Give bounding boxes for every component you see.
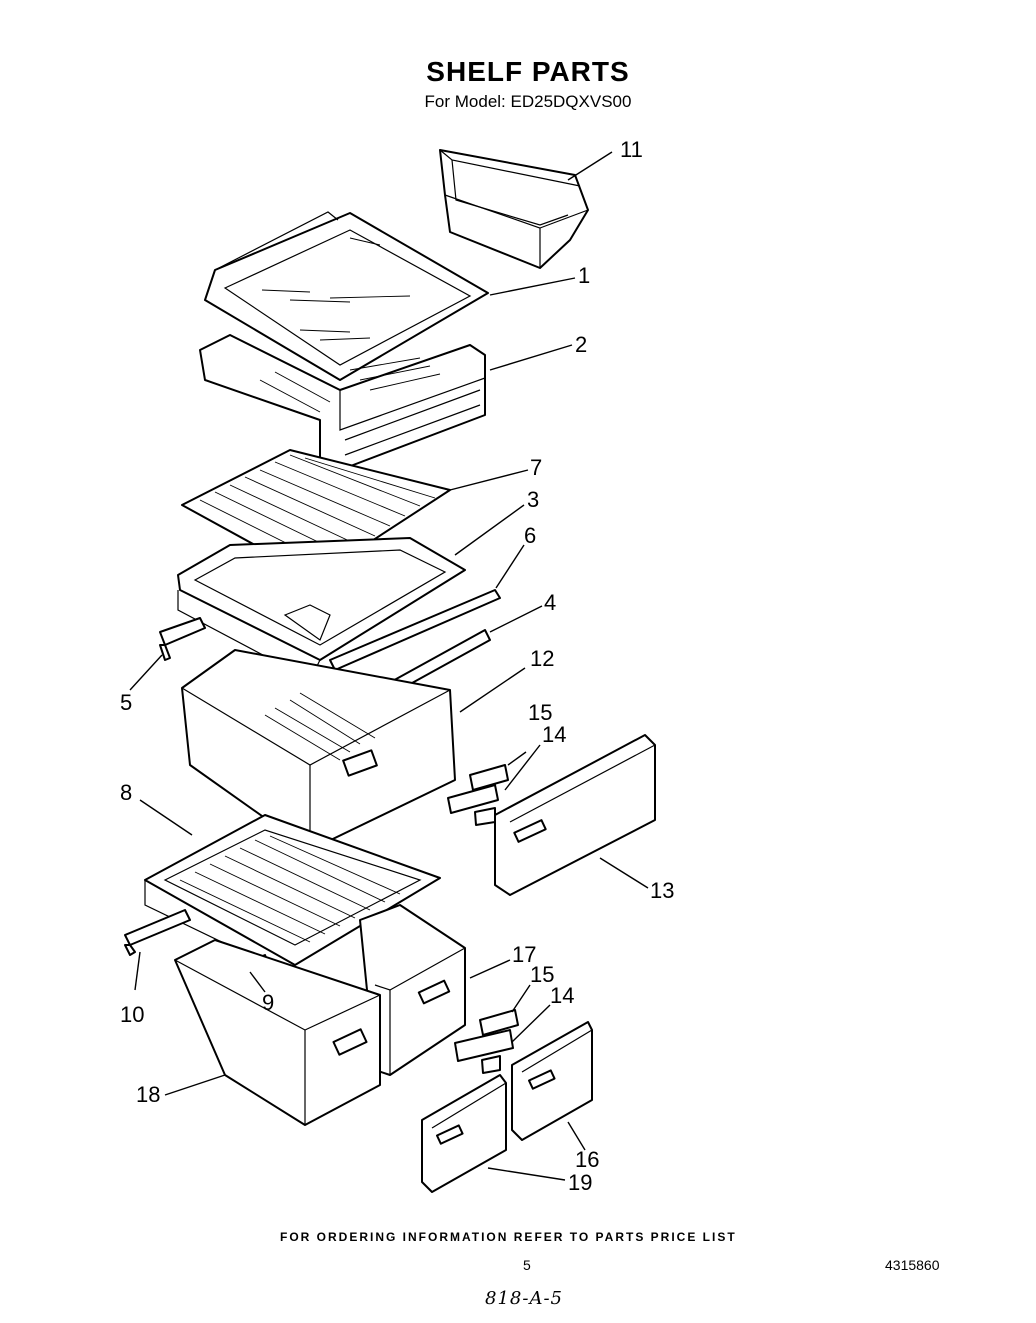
callout-labels: 11 1 2 7 3 6 4 5 12 15 14 8 13 10 9 17 1… bbox=[120, 137, 674, 1195]
part-5-rail bbox=[159, 617, 206, 661]
part-16-drawer-front bbox=[511, 1021, 593, 1141]
callout-2: 2 bbox=[575, 332, 587, 357]
callout-6: 6 bbox=[524, 523, 536, 548]
callout-9: 9 bbox=[262, 990, 274, 1015]
callout-8: 8 bbox=[120, 780, 132, 805]
handwritten-note: 818-A-5 bbox=[485, 1288, 563, 1309]
model-subtitle: For Model: ED25DQXVS00 bbox=[424, 92, 632, 111]
part-10-rail bbox=[124, 909, 191, 956]
leader-lines bbox=[129, 151, 649, 1181]
callout-11: 11 bbox=[620, 137, 643, 162]
part-18-drawer bbox=[174, 939, 381, 1126]
part-11-door-bin bbox=[439, 149, 589, 269]
callout-4: 4 bbox=[544, 590, 556, 615]
part-14-upper bbox=[447, 784, 499, 826]
callout-10: 10 bbox=[120, 1002, 144, 1027]
callout-18: 18 bbox=[136, 1082, 160, 1107]
callout-12: 12 bbox=[530, 646, 554, 671]
document-number: 4315860 bbox=[885, 1257, 940, 1273]
part-14-lower bbox=[454, 1029, 514, 1074]
callout-14-upper: 14 bbox=[542, 722, 566, 747]
part-19-drawer-front bbox=[421, 1074, 507, 1193]
part-3-shelf-frame bbox=[177, 537, 466, 681]
callout-3: 3 bbox=[527, 487, 539, 512]
callout-13: 13 bbox=[650, 878, 674, 903]
part-12-crisper-drawer bbox=[181, 649, 456, 851]
ordering-info-note: FOR ORDERING INFORMATION REFER TO PARTS … bbox=[280, 1230, 737, 1244]
part-17-drawer bbox=[359, 904, 466, 1076]
page-number: 5 bbox=[523, 1257, 531, 1273]
part-6-rail bbox=[329, 589, 501, 671]
callout-17: 17 bbox=[512, 942, 536, 967]
part-13-drawer-front bbox=[494, 734, 656, 896]
part-2-crisper-frame bbox=[199, 334, 486, 471]
callout-14-lower: 14 bbox=[550, 983, 574, 1008]
callout-5: 5 bbox=[120, 690, 132, 715]
callout-19: 19 bbox=[568, 1170, 592, 1195]
part-1-glass-shelf bbox=[204, 211, 489, 381]
part-15-lower bbox=[479, 1009, 519, 1036]
callout-16: 16 bbox=[575, 1147, 599, 1172]
callout-1: 1 bbox=[578, 263, 590, 288]
page-title: SHELF PARTS bbox=[426, 56, 630, 87]
callout-15-lower: 15 bbox=[530, 962, 554, 987]
callout-7: 7 bbox=[530, 455, 542, 480]
part-15-upper bbox=[469, 764, 509, 791]
callout-15-upper: 15 bbox=[528, 700, 552, 725]
